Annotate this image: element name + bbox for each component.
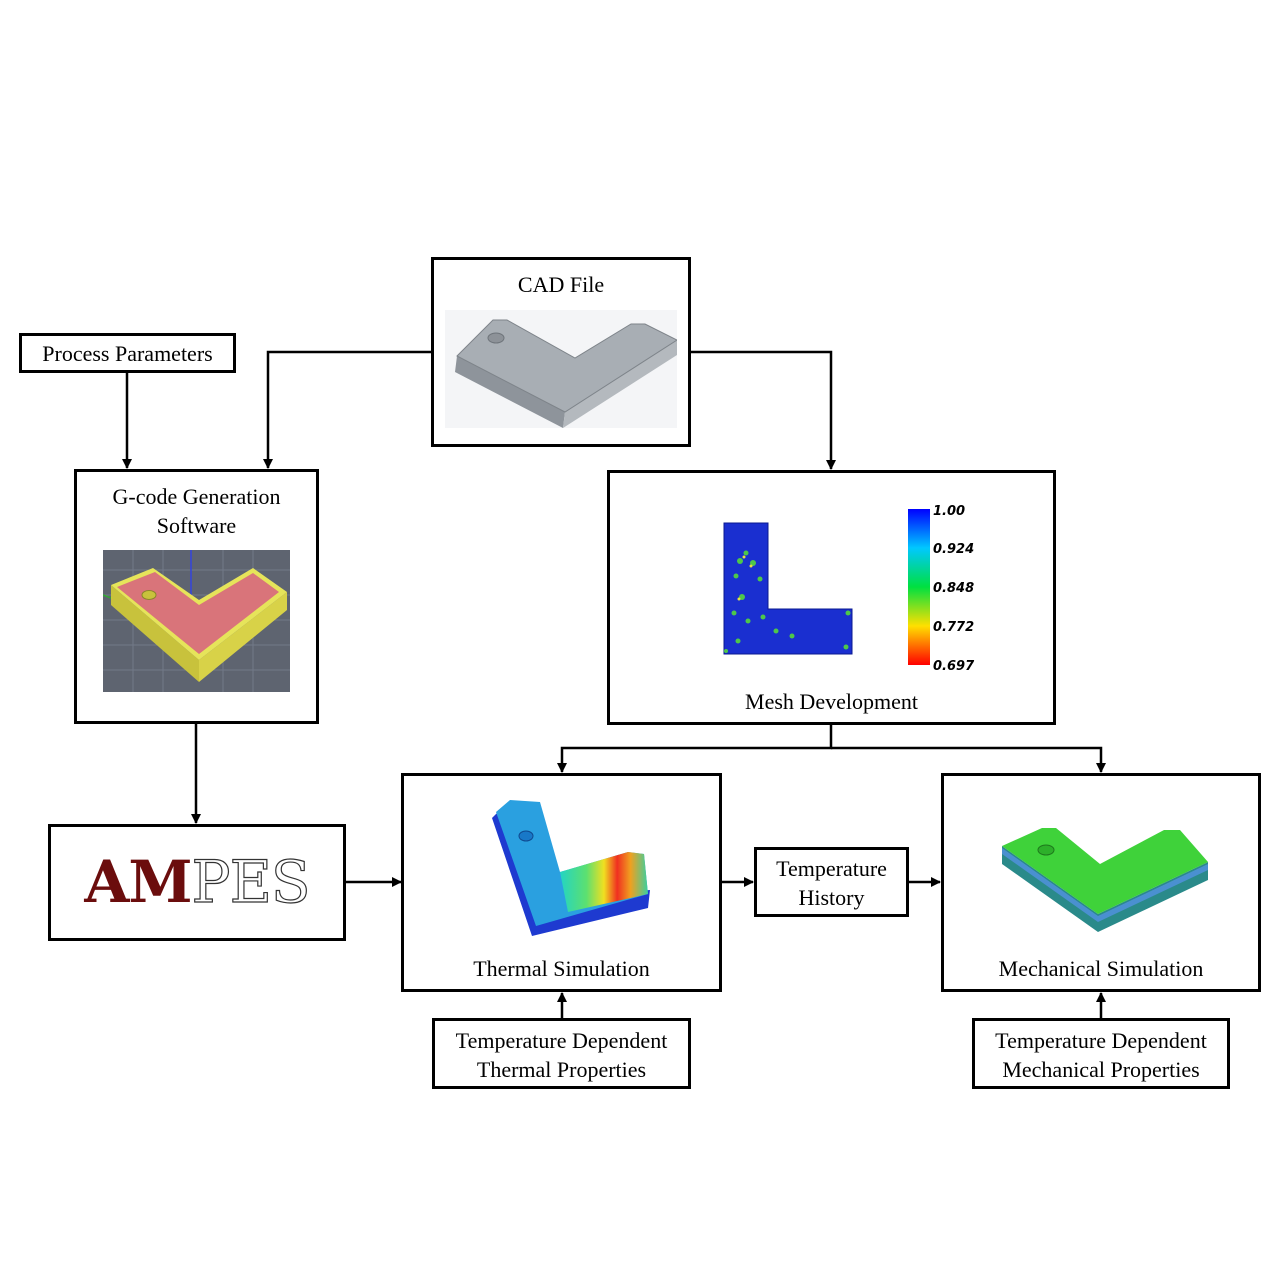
mesh-l-shape [723, 522, 853, 655]
ampes-logo-pes: PES [191, 847, 311, 916]
mechanical-properties-line2: Mechanical Properties [1002, 1057, 1200, 1082]
edge-cad-to-gcode [263, 350, 432, 469]
mesh-development-node: 1.00 0.924 0.848 0.772 0.697 Mesh Develo… [607, 470, 1056, 725]
thermal-properties-line2: Thermal Properties [476, 1057, 647, 1082]
ampes-logo-am: AM [84, 848, 192, 916]
ampes-node: AMPES [48, 824, 346, 941]
colorbar-tick-2: 0.924 [933, 542, 974, 557]
temperature-history-node: Temperature History [754, 847, 909, 917]
cad-part-image [445, 310, 677, 428]
gcode-software-node: G-code Generation Software [74, 469, 319, 724]
mechanical-result-image [1002, 828, 1208, 932]
temperature-history-line2: History [798, 885, 865, 910]
mechanical-simulation-label: Mechanical Simulation [998, 956, 1204, 981]
process-parameters-node: Process Parameters [19, 333, 236, 373]
mesh-quality-plot: 1.00 0.924 0.848 0.772 0.697 [723, 504, 975, 671]
colorbar-tick-1: 1.00 [933, 504, 965, 519]
colorbar-tick-5: 0.697 [933, 659, 975, 671]
colorbar [908, 509, 930, 665]
gcode-label-line1: G-code Generation [112, 484, 281, 509]
mechanical-properties-node: Temperature Dependent Mechanical Propert… [972, 1018, 1230, 1089]
edge-cad-to-mesh [690, 350, 836, 470]
gcode-label-line2: Software [156, 513, 237, 538]
thermal-properties-line1: Temperature Dependent [455, 1028, 668, 1053]
thermal-simulation-node: Thermal Simulation [401, 773, 722, 992]
slicer-preview-image [103, 550, 290, 692]
cad-file-label: CAD File [517, 272, 605, 297]
process-parameters-label: Process Parameters [42, 341, 213, 366]
temperature-history-line1: Temperature [776, 856, 887, 881]
thermal-properties-node: Temperature Dependent Thermal Properties [432, 1018, 691, 1089]
colorbar-tick-4: 0.772 [933, 620, 974, 635]
cad-file-node: CAD File [431, 257, 691, 447]
mechanical-simulation-node: Mechanical Simulation [941, 773, 1261, 992]
edge-mesh-to-mechanical [831, 746, 1106, 773]
edge-mesh-split [557, 724, 833, 773]
thermal-result-image [492, 800, 650, 936]
thermal-simulation-label: Thermal Simulation [473, 956, 650, 981]
colorbar-tick-3: 0.848 [933, 581, 974, 596]
mesh-development-label: Mesh Development [745, 689, 918, 714]
ampes-logo: AMPES [51, 847, 343, 917]
mechanical-properties-line1: Temperature Dependent [995, 1028, 1207, 1053]
